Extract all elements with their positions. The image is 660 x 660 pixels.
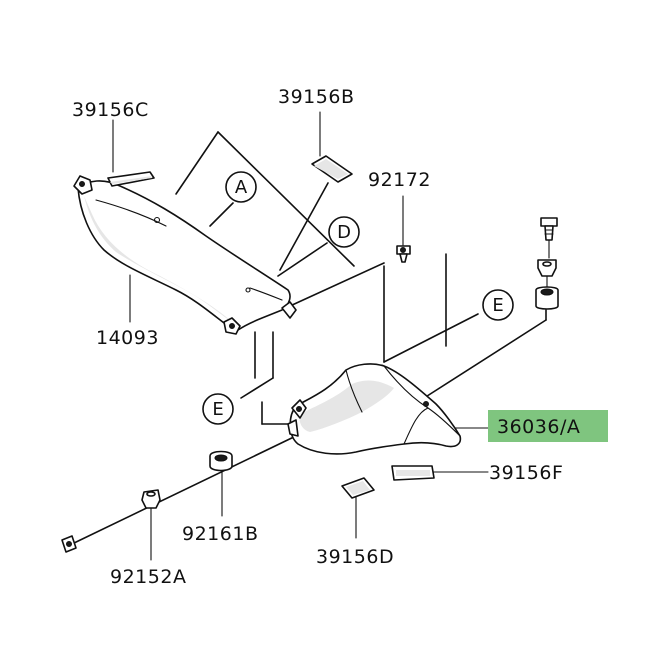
callout-e-lower-letter: E bbox=[212, 399, 223, 420]
part-39156d-pad bbox=[341, 477, 375, 499]
callout-a: A bbox=[225, 171, 257, 203]
part-lower-left-bolt bbox=[61, 535, 77, 553]
label-92172: 92172 bbox=[368, 169, 431, 191]
callout-d-letter: D bbox=[337, 222, 351, 243]
part-39156c-pad bbox=[107, 171, 155, 187]
label-39156c: 39156C bbox=[72, 99, 149, 121]
callout-a-letter: A bbox=[235, 177, 248, 198]
label-36036a: 36036/A bbox=[497, 416, 580, 438]
label-92161b: 92161B bbox=[182, 523, 258, 545]
callout-d: D bbox=[328, 216, 360, 248]
label-39156b: 39156B bbox=[278, 86, 354, 108]
part-39156f-pad bbox=[391, 465, 435, 481]
callout-e-lower: E bbox=[202, 393, 234, 425]
label-39156f: 39156F bbox=[489, 462, 563, 484]
part-labels: 39156C 39156B 92172 14093 36036/A 39156F… bbox=[72, 86, 580, 588]
part-39156b-pad bbox=[311, 155, 353, 183]
part-36036a-lower-cover bbox=[287, 363, 462, 455]
part-14093-side-cover bbox=[73, 175, 297, 335]
label-92152a: 92152A bbox=[110, 566, 186, 588]
part-92161b-grommet bbox=[209, 450, 233, 472]
part-92152a-collar bbox=[141, 489, 161, 509]
part-92172-bolt bbox=[396, 245, 411, 263]
label-14093: 14093 bbox=[96, 327, 159, 349]
label-39156d: 39156D bbox=[316, 546, 394, 568]
callout-e-upper-letter: E bbox=[492, 295, 503, 316]
callout-e-upper: E bbox=[482, 289, 514, 321]
leader-lines bbox=[71, 111, 550, 561]
highlight-36036a bbox=[488, 410, 608, 442]
part-right-bolt-stack bbox=[535, 217, 559, 310]
